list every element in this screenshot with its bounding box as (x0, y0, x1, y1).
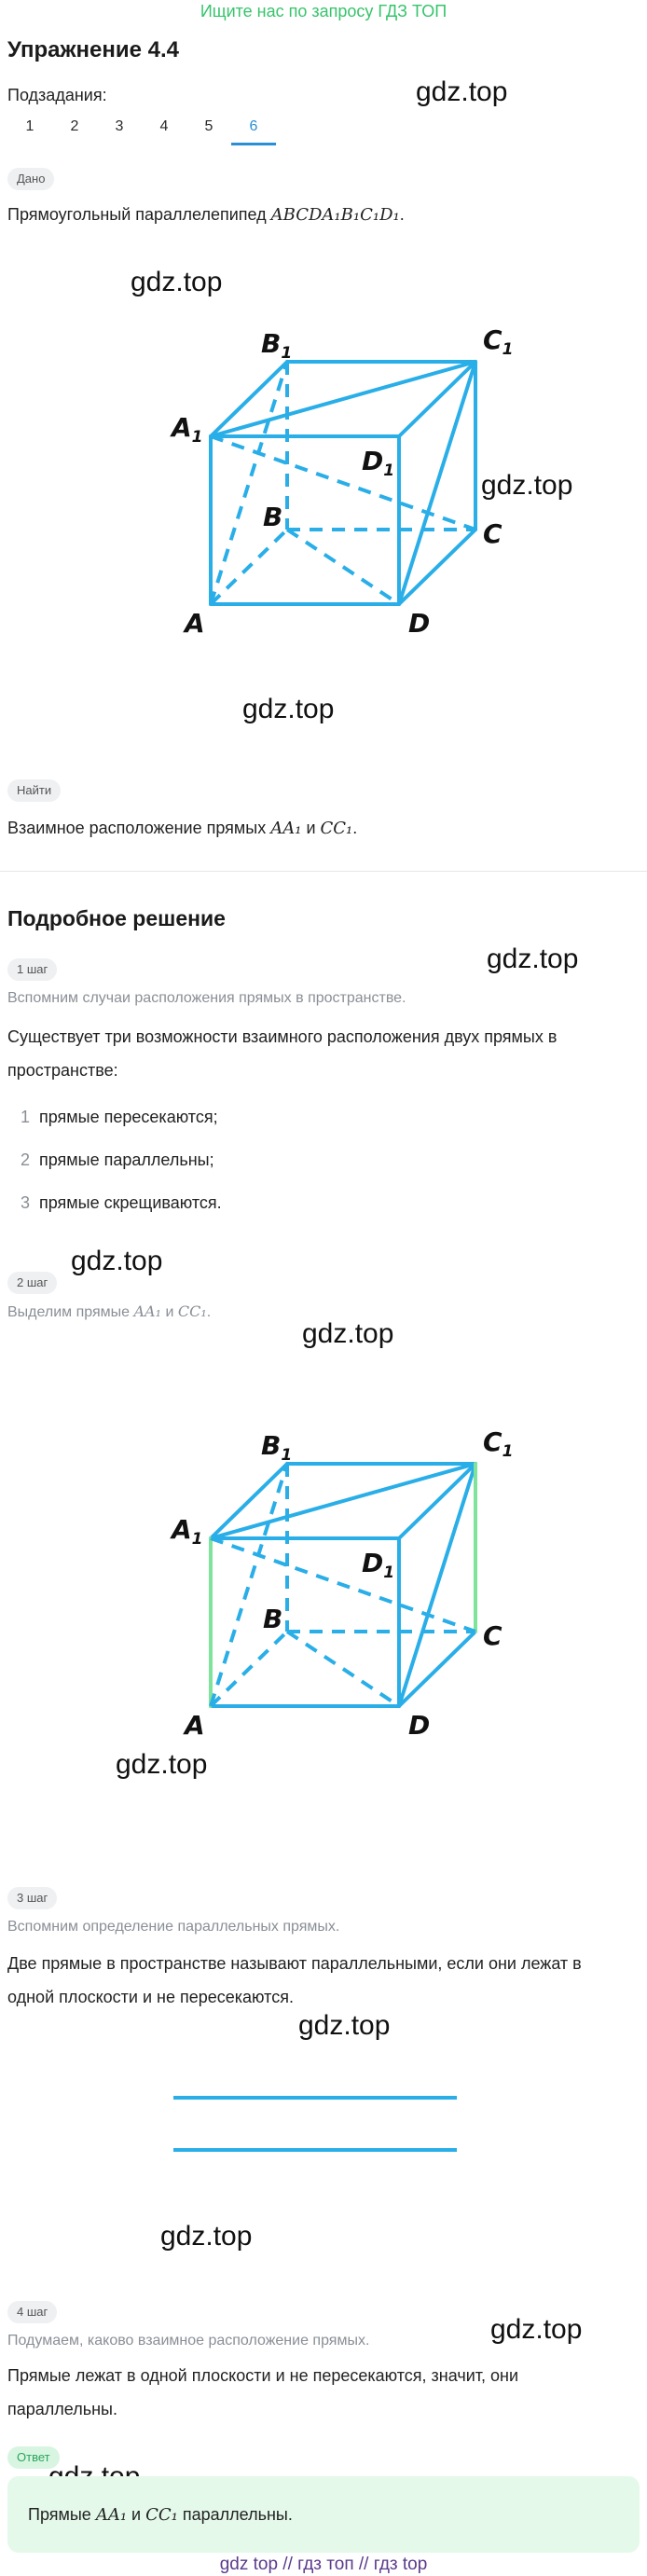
step-4-text: Прямые лежат в одной плоскости и не пере… (7, 2366, 519, 2418)
step-1-text: Существует три возможности взаимного рас… (7, 1027, 558, 1080)
label-b: B (263, 502, 282, 532)
watermark: gdz.top (160, 2221, 253, 2252)
diag-ab1-hidden (209, 1463, 289, 1707)
diag-a1c1 (209, 360, 477, 438)
watermark: gdz.top (116, 1749, 208, 1780)
parallelepiped-highlight-figure: B1 C1 A1 D1 B C A D (170, 1426, 513, 1741)
diag-ab1-hidden (209, 361, 289, 605)
find-pill-wrap: Найти (7, 779, 62, 802)
step-4-pill: 4 шаг (7, 2301, 58, 2323)
watermark: gdz.top (490, 2314, 583, 2345)
diag-a1c-hidden (210, 434, 476, 531)
tab-5[interactable]: 5 (204, 118, 213, 134)
parallelepiped-figure: B1 C1 A1 D1 B C A D (170, 324, 513, 639)
label-c1: C1 (483, 1426, 513, 1461)
answer-pill: Ответ (7, 2446, 60, 2469)
watermark: gdz.top (487, 944, 579, 974)
edge-a1b1 (209, 360, 289, 438)
diag-a1c1 (209, 1462, 477, 1540)
find-pill: Найти (7, 779, 62, 802)
step-4-intro: Подумаем, каково взаимное расположение п… (7, 2333, 370, 2349)
diag-bd-hidden (285, 528, 401, 606)
answer-text: Прямые AA₁ и CC₁ параллельны. (28, 2505, 293, 2525)
footer-links[interactable]: gdz top // гдз топ // гдз top (219, 2555, 428, 2574)
watermark: gdz.top (242, 694, 335, 724)
label-b1: B1 (261, 328, 292, 363)
label-b1: B1 (261, 1430, 292, 1465)
step-3-intro: Вспомним определение параллельных прямых… (7, 1919, 340, 1935)
step-1-pill: 1 шаг (7, 958, 58, 981)
watermark: gdz.top (298, 2010, 391, 2041)
label-a1: A1 (170, 412, 203, 447)
parallel-lines-figure (173, 2096, 457, 2152)
tab-1[interactable]: 1 (25, 118, 34, 134)
watermark: gdz.top (131, 267, 223, 297)
label-d1: D1 (362, 1548, 394, 1582)
tab-3[interactable]: 3 (115, 118, 124, 134)
answer-box (7, 2476, 640, 2553)
label-d1: D1 (362, 446, 394, 480)
label-d: D (408, 1710, 430, 1741)
given-pill-wrap: Дано (7, 168, 55, 190)
step-3-pill-wrap: 3 шаг (7, 1887, 58, 1909)
label-d: D (408, 608, 430, 639)
page-title: Упражнение 4.4 (7, 37, 180, 62)
edge-a1b1 (209, 1462, 289, 1540)
edge-ab-hidden (209, 528, 289, 606)
label-a: A (183, 608, 205, 639)
divider (0, 871, 647, 872)
tab-2[interactable]: 2 (70, 118, 79, 134)
tab-4[interactable]: 4 (159, 118, 169, 134)
label-c1: C1 (483, 324, 513, 359)
given-text: Прямоугольный параллелепипед ABCDA₁B₁C₁D… (7, 205, 405, 225)
edge-d1c1 (397, 1462, 477, 1540)
label-c: C (483, 518, 502, 549)
step-1-pill-wrap: 1 шаг (7, 958, 58, 981)
step-3-text: Две прямые в пространстве называют парал… (7, 1954, 582, 2006)
given-pill: Дано (7, 168, 55, 190)
step-1-intro: Вспомним случаи расположения прямых в пр… (7, 990, 406, 1006)
find-text: Взаимное расположение прямых AA₁ и CC₁. (7, 819, 358, 838)
diag-bd-hidden (285, 1630, 401, 1708)
label-b: B (263, 1604, 282, 1634)
label-a: A (183, 1710, 205, 1741)
step-2-pill-wrap: 2 шаг (7, 1272, 58, 1294)
subtask-tabs: 1 2 3 4 5 6 (7, 114, 276, 145)
edge-ab-hidden (209, 1630, 289, 1708)
label-c: C (483, 1620, 502, 1651)
diag-a1c-hidden (210, 1536, 476, 1633)
step-2-pill: 2 шаг (7, 1272, 58, 1294)
watermark: gdz.top (416, 76, 508, 107)
answer-pill-wrap: Ответ (7, 2446, 60, 2469)
step-3-pill: 3 шаг (7, 1887, 58, 1909)
edge-dc (397, 528, 477, 606)
label-a1: A1 (170, 1514, 203, 1549)
step-2-intro: Выделим прямые AA₁ и CC₁. (7, 1302, 212, 1320)
solution-title: Подробное решение (7, 906, 226, 930)
subtasks-label: Подзадания: (7, 86, 107, 104)
given-math: ABCDA₁B₁C₁D₁ (270, 205, 400, 225)
diag-dc1 (397, 1462, 477, 1708)
tab-6[interactable]: 6 (231, 114, 276, 145)
diag-dc1 (397, 360, 477, 606)
top-banner[interactable]: Ищите нас по запросу ГДЗ ТОП (200, 2, 447, 21)
edge-dc (397, 1630, 477, 1708)
watermark: gdz.top (481, 470, 573, 501)
watermark: gdz.top (302, 1318, 394, 1349)
edge-d1c1 (397, 360, 477, 438)
watermark: gdz.top (71, 1246, 163, 1276)
step-4-pill-wrap: 4 шаг (7, 2301, 58, 2323)
